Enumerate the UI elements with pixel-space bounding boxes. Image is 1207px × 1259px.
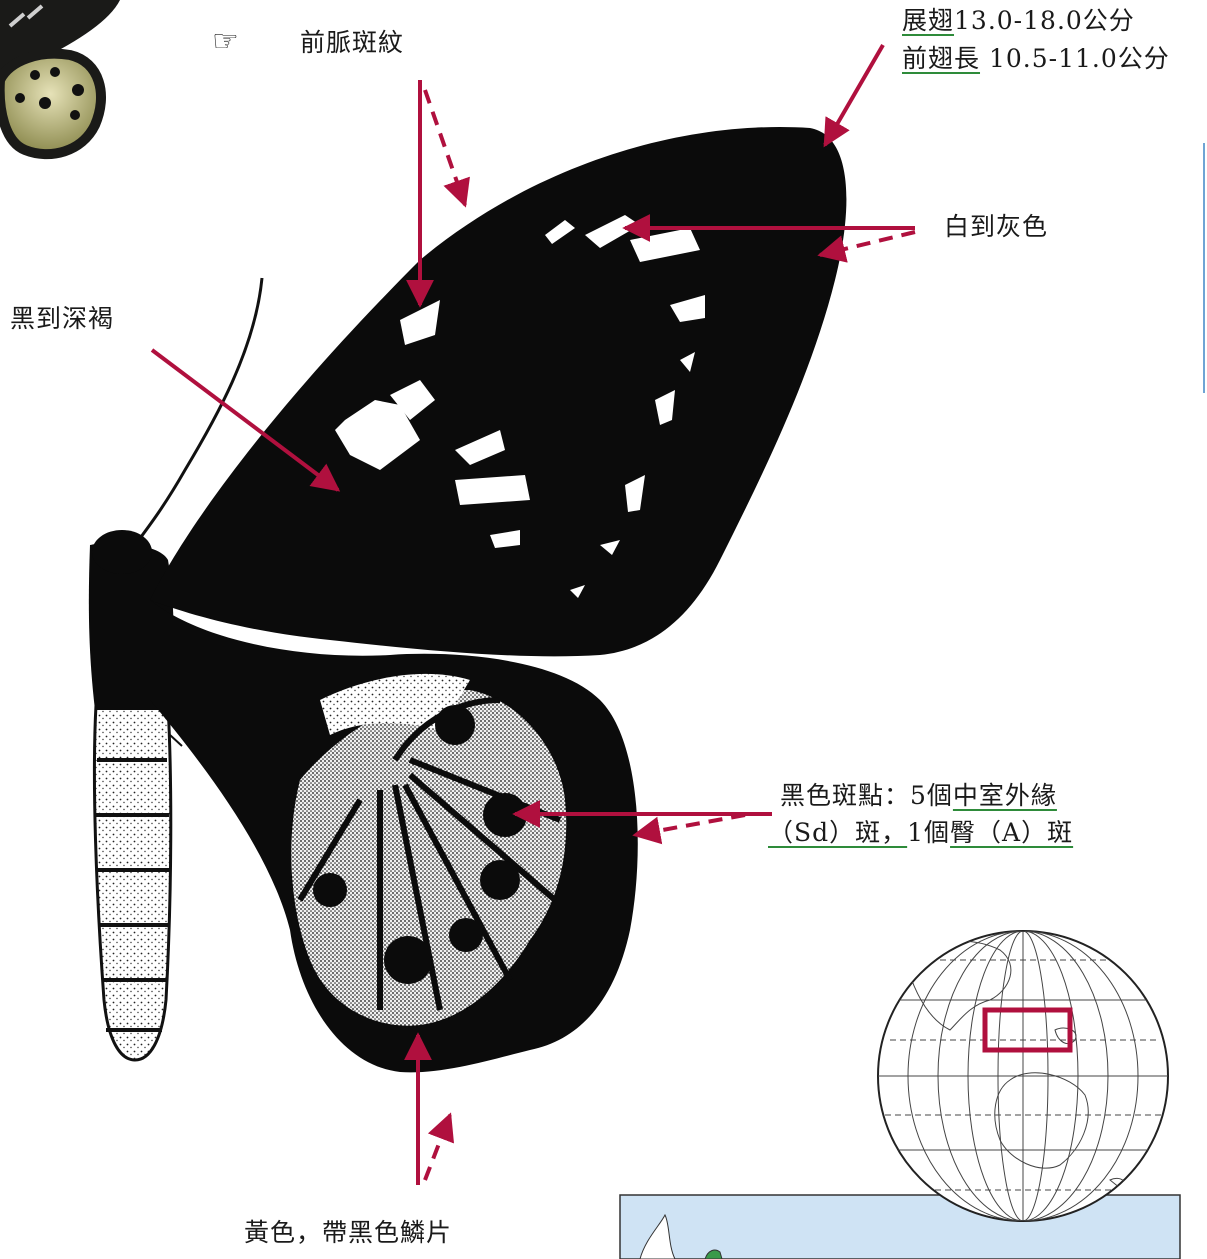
term-wingspan: 展翅	[902, 6, 955, 35]
locator-map	[619, 930, 1181, 1259]
spots-count-a: 1個	[907, 818, 951, 847]
term-discal: 中室外緣	[952, 781, 1057, 810]
term-sd: （Sd）斑，	[768, 818, 908, 847]
forewing	[150, 127, 847, 657]
hindwing	[150, 600, 638, 1073]
label-yellow-scales: 黃色，帶黑色鱗片	[244, 1218, 453, 1247]
label-costal-stripe: 前脈斑紋	[300, 28, 405, 57]
term-anal: 臀（A）斑	[950, 818, 1074, 847]
term-forewing-length: 前翅長	[902, 44, 981, 73]
abdomen	[92, 703, 173, 1062]
label-wingspan: 展翅13.0-18.0公分	[902, 4, 1135, 38]
value-wingspan: 13.0-18.0公分	[954, 6, 1135, 35]
value-forewing-length: 10.5-11.0公分	[980, 44, 1170, 73]
pointing-hand-icon: ☞	[212, 24, 239, 59]
spots-intro: 黑色斑點：5個	[780, 781, 953, 810]
label-black-brown: 黑到深褐	[10, 304, 115, 333]
label-white-grey: 白到灰色	[944, 212, 1049, 241]
label-black-spots: 黑色斑點：5個中室外緣	[780, 779, 1057, 813]
label-forewing-length: 前翅長 10.5-11.0公分	[902, 42, 1170, 76]
annotation-arrows	[150, 43, 916, 1185]
antenna	[133, 277, 264, 546]
butterfly-photo-thumbnail	[0, 0, 120, 160]
page-edge-rule	[1203, 143, 1205, 393]
label-black-spots-line2: （Sd）斑，1個臀（A）斑	[768, 816, 1073, 850]
